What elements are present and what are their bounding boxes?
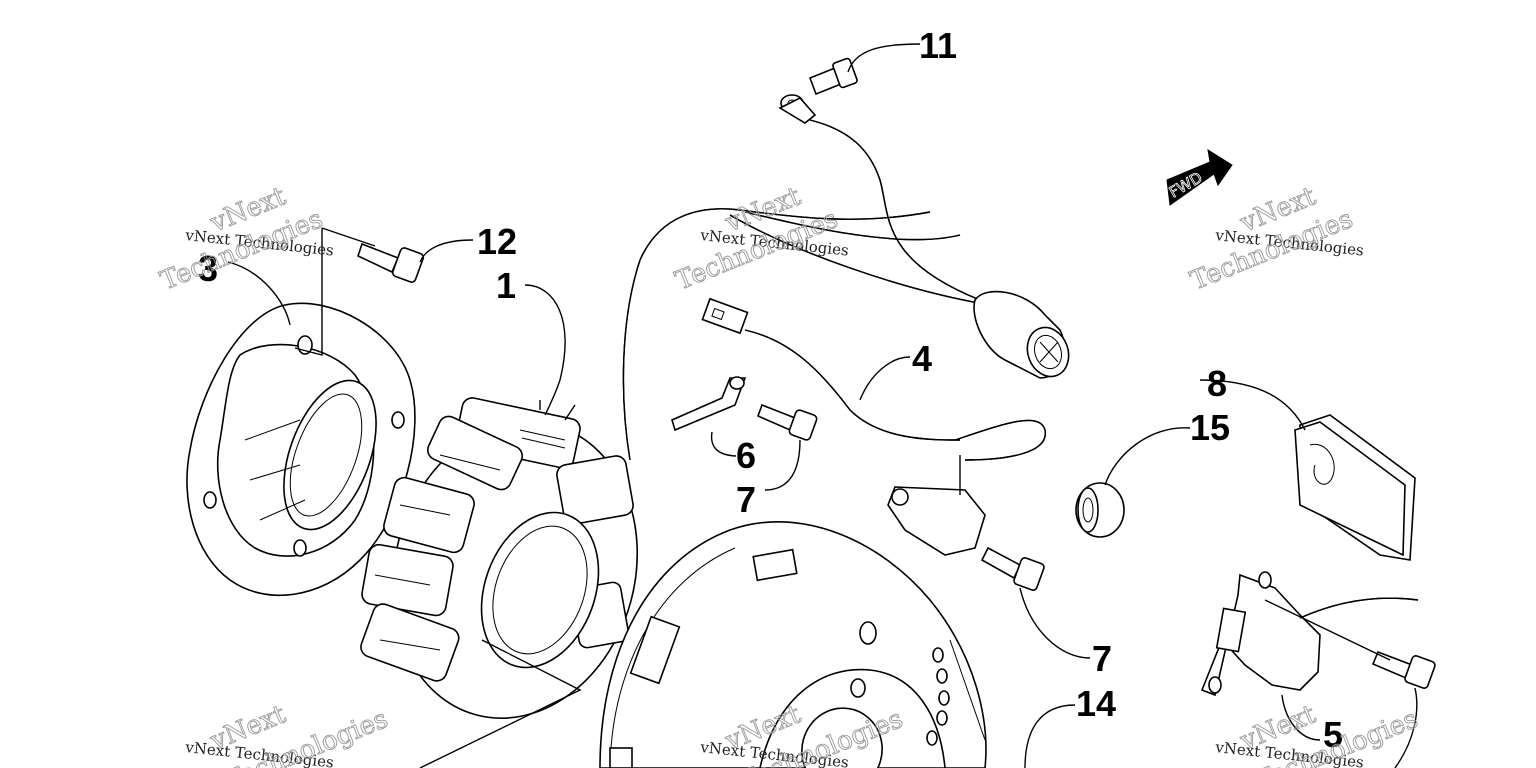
leader-lines: [227, 43, 1418, 768]
callout-8: 8: [1207, 363, 1227, 404]
watermark-top-left: vNext Technologies vNext Technologies: [156, 181, 335, 297]
callout-12: 12: [477, 221, 517, 262]
callout-5: 5: [1323, 714, 1343, 755]
wire-harness: [622, 94, 1070, 461]
flywheel: [599, 521, 987, 768]
watermark-bottom-right: vNext Technologies vNext Technologies: [1214, 699, 1423, 768]
callout-14: 14: [1076, 683, 1116, 724]
bolt-7-upper: [756, 403, 818, 441]
bolt-5: [1371, 650, 1436, 689]
callout-1: 1: [496, 265, 516, 306]
bolt-12: [357, 242, 425, 283]
callout-11: 11: [919, 25, 957, 66]
callout-6: 6: [736, 435, 756, 476]
callout-4: 4: [912, 338, 932, 379]
pickup-harness: [701, 297, 1046, 556]
watermark-top-right: vNext Technologies vNext Technologies: [1186, 181, 1365, 297]
stator-housing: [186, 302, 416, 597]
callout-numbers: 11 12 1 3 4 6 7 7 8 15 14 5: [198, 25, 1343, 755]
pickup-coil: [1200, 571, 1419, 697]
fwd-arrow-icon: FWD: [1166, 148, 1233, 206]
callout-3: 3: [198, 248, 218, 289]
watermark-bottom-left: vNext Technologies vNext Technologies: [184, 699, 393, 768]
bolt-11: [808, 57, 858, 96]
bolt-7-lower: [980, 546, 1045, 591]
callout-7-upper: 7: [736, 479, 756, 520]
wire-clamp: [671, 376, 747, 432]
stator-coil-assembly: [360, 397, 639, 719]
callout-7-lower: 7: [1092, 638, 1112, 679]
rubber-pad: [1294, 414, 1416, 561]
watermark-top-center: vNext Technologies vNext Technologies: [671, 181, 850, 297]
callout-15: 15: [1190, 407, 1230, 448]
grommet: [1075, 482, 1125, 538]
